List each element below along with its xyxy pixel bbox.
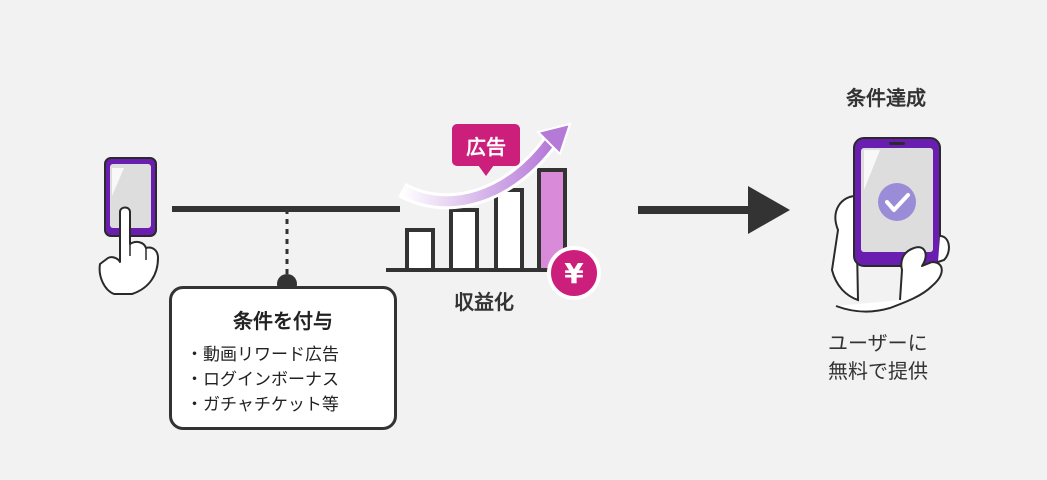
condition-item: ・ガチャチケット等 bbox=[186, 395, 339, 415]
monetization-label: 収益化 bbox=[454, 290, 514, 314]
achievement-title: 条件達成 bbox=[846, 86, 926, 110]
condition-list: ・動画リワード広告 ・ログインボーナス ・ガチャチケット等 bbox=[186, 343, 339, 418]
check-circle-icon bbox=[878, 183, 916, 221]
phone-hand-icon bbox=[830, 137, 950, 313]
phone-tap-icon bbox=[98, 157, 159, 295]
free-offer-line: ユーザーに bbox=[828, 331, 928, 355]
free-offer-line: 無料で提供 bbox=[828, 359, 928, 383]
condition-box: 条件を付与 ・動画リワード広告 ・ログインボーナス ・ガチャチケット等 bbox=[169, 286, 397, 430]
free-offer-text: ユーザーに 無料で提供 bbox=[828, 329, 968, 385]
condition-title: 条件を付与 bbox=[233, 309, 333, 333]
right-arrow-icon bbox=[638, 186, 790, 234]
condition-item: ・動画リワード広告 bbox=[186, 345, 339, 365]
growth-bar-chart-icon bbox=[386, 122, 572, 272]
ad-tag: 広告 bbox=[452, 124, 520, 176]
yen-icon: ¥ bbox=[547, 246, 601, 300]
condition-item: ・ログインボーナス bbox=[186, 370, 339, 390]
